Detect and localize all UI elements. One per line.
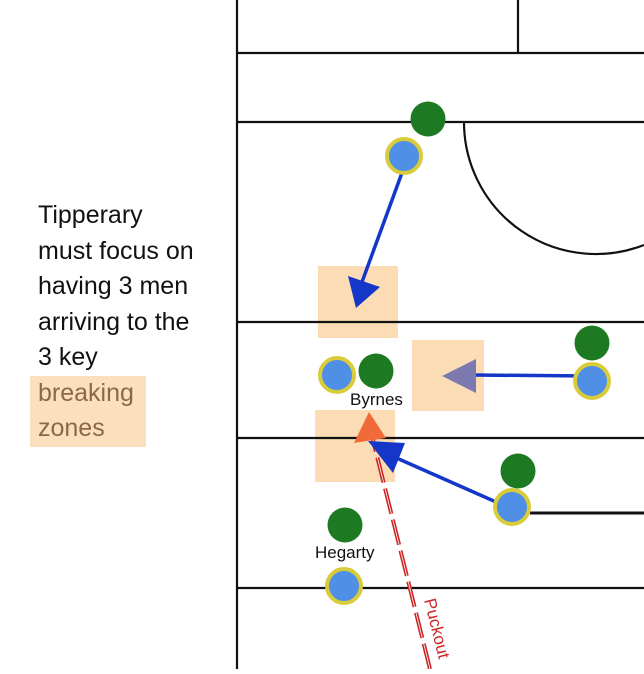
player-label-byrnes: Byrnes	[350, 390, 403, 409]
caption-line: Tipperary	[38, 201, 143, 229]
caption-line: arriving to the	[38, 307, 190, 336]
blue-players	[318, 137, 611, 605]
arrow-bottom-head	[368, 441, 405, 473]
arrow-puckout-head	[354, 412, 386, 443]
arrow-middle-head	[442, 359, 476, 393]
green-players	[327, 101, 610, 543]
player-label-hegarty: Hegarty	[315, 543, 375, 562]
caption-text: Tipperary must focus on having 3 men arr…	[30, 198, 228, 447]
blue-player	[318, 356, 356, 394]
blue-player	[325, 567, 363, 605]
green-player	[574, 325, 610, 361]
caption-line: 3 key	[38, 343, 98, 371]
arrow-top-head	[348, 276, 380, 308]
caption-highlight: breaking zones	[30, 375, 146, 447]
green-player	[327, 507, 363, 543]
green-player	[500, 453, 536, 489]
puckout-path-core	[370, 431, 431, 670]
arrow-top-shaft	[360, 169, 405, 283]
arrow-middle-shaft	[471, 373, 591, 378]
blue-player	[573, 362, 611, 400]
blue-player	[493, 488, 531, 526]
caption-highlight-line: zones	[38, 414, 105, 442]
blue-player	[385, 137, 423, 175]
green-player	[410, 101, 446, 137]
green-player	[358, 353, 394, 389]
d-arc	[462, 121, 644, 256]
caption-line: must focus on	[38, 236, 194, 265]
caption-highlight-line: breaking	[38, 378, 134, 407]
arrow-bottom-shaft	[391, 454, 497, 504]
caption-line: having 3 men	[38, 272, 189, 300]
